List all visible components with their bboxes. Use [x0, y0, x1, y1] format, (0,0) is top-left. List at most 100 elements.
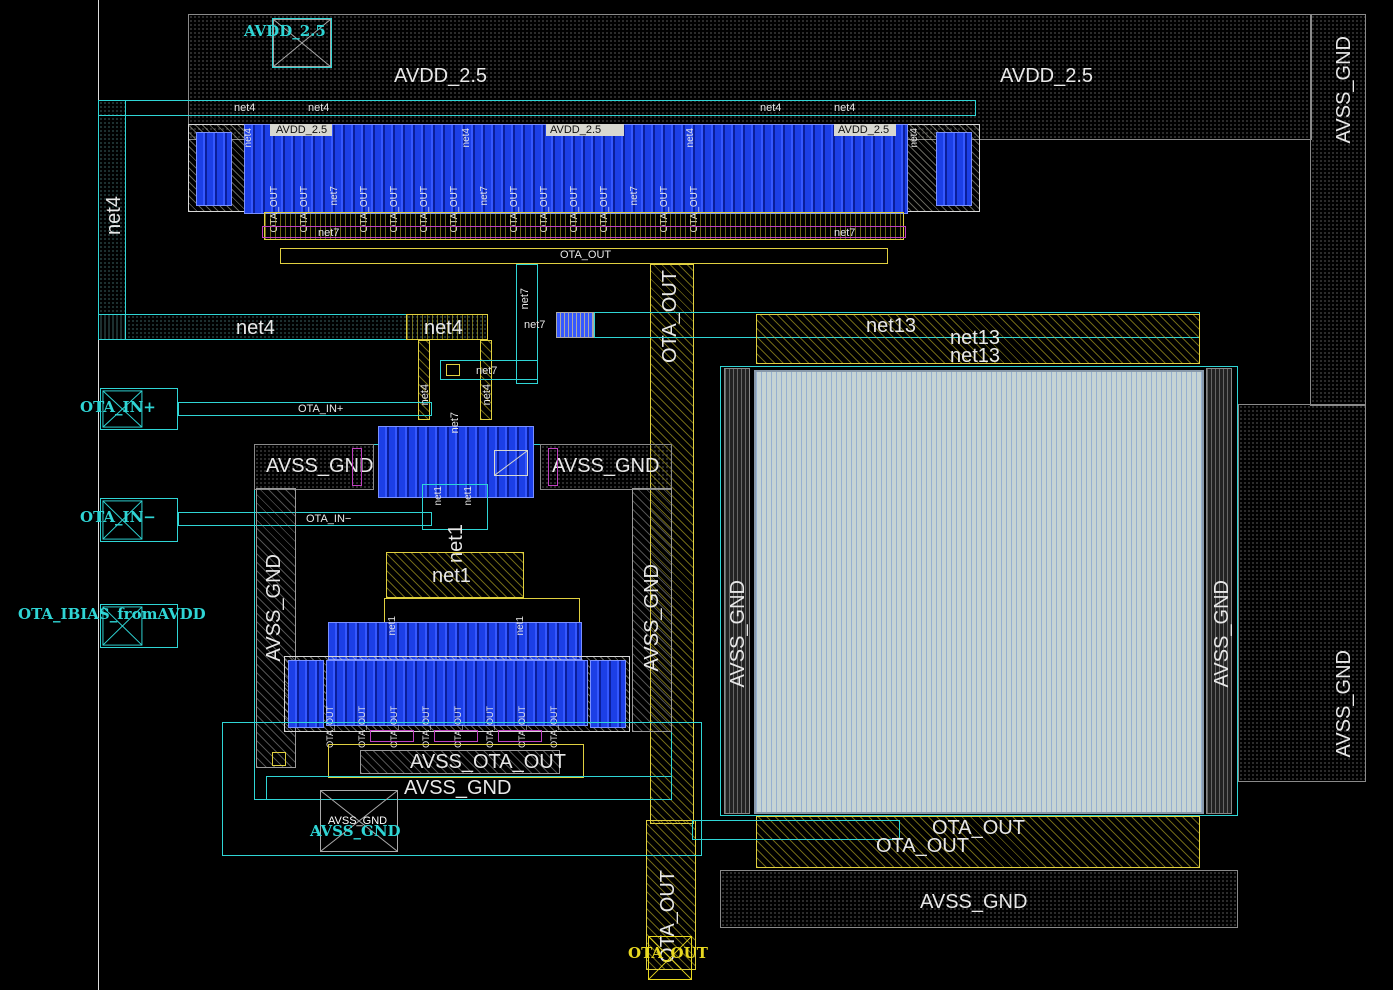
cap-right-contact[interactable] — [1206, 368, 1232, 814]
net4-pmos-label-b: net4 — [461, 128, 472, 148]
pmos-guard-right[interactable] — [936, 132, 972, 206]
net1-diff-source[interactable] — [422, 484, 488, 530]
diff-pair-tap-left — [352, 448, 362, 486]
net4-pmos-label-c: net4 — [685, 128, 696, 148]
net13-poly-plate[interactable] — [756, 314, 1200, 364]
net7-via-stack[interactable] — [556, 312, 594, 338]
cap-outline — [720, 366, 1238, 816]
avss-ota-out-region — [360, 750, 560, 774]
net4-mid-label-2: net4 — [424, 317, 463, 339]
pmos-finger-label: net7 — [329, 186, 340, 206]
net4-top-label-2: net4 — [308, 102, 330, 114]
net4-mid-label: net4 — [236, 317, 275, 339]
net7-horizontal-label: net7 — [524, 319, 546, 331]
avss-gnd-pin-inner-label: AVSS_GND — [328, 815, 388, 827]
avss-gnd-pin[interactable] — [320, 790, 398, 852]
net4-top-label-1: net4 — [234, 102, 256, 114]
net1-gate-strap — [384, 598, 580, 624]
ota-in-minus-pin[interactable] — [100, 498, 178, 542]
mim-capacitor[interactable] — [754, 370, 1204, 814]
avss-rail-top-right[interactable] — [1310, 14, 1366, 406]
nmos-strap-1 — [370, 730, 414, 742]
avdd-tap-1: AVDD_2.5 — [270, 124, 332, 136]
avss-bottom-wire[interactable] — [266, 776, 672, 800]
diff-pair[interactable] — [378, 426, 534, 498]
net13-label-a: net13 — [866, 315, 917, 337]
cap-left-contact[interactable] — [724, 368, 750, 814]
avss-gnd-pin-label: AVSS_GND — [310, 822, 401, 840]
avss-right-mid[interactable] — [540, 444, 672, 490]
net4-top-wire[interactable] — [98, 100, 976, 116]
avss-left-mid[interactable] — [254, 444, 374, 490]
ota-in-plus-pin-label: OTA_IN+ — [80, 398, 156, 416]
ota-out-trunk-bottom[interactable] — [646, 820, 696, 970]
net7-pmos-label: net7 — [318, 227, 340, 239]
ota-ibias-pin[interactable] — [100, 604, 178, 648]
avdd-tap-3: AVDD_2.5 — [834, 124, 896, 136]
avdd-pin-label: AVDD_2.5 — [244, 22, 326, 40]
pmos-array[interactable] — [244, 124, 908, 214]
cap-right-label: AVSS_GND — [1211, 580, 1233, 688]
ota-out-bus[interactable] — [280, 248, 888, 264]
nmos-guard-left[interactable] — [288, 660, 324, 728]
net4-mid-poly[interactable] — [406, 314, 488, 340]
net7-pmos-label-2: net7 — [834, 227, 856, 239]
avdd-tap-2-label: AVDD_2.5 — [550, 124, 602, 136]
net1-center-label: net1 — [432, 565, 471, 587]
pmos-drain-strap — [262, 226, 906, 238]
diff-pair-tap-right — [548, 448, 558, 486]
ota-in-plus-wire[interactable] — [178, 402, 432, 416]
net7-vertical-label: net7 — [519, 288, 531, 310]
pmos-finger-label: net7 — [479, 186, 490, 206]
pmos-finger-label: net7 — [629, 186, 640, 206]
nmos-guard-right[interactable] — [590, 660, 626, 728]
net4-diff-label-a: net4 — [419, 384, 431, 406]
net1-label-a: net1 — [433, 486, 444, 506]
ota-in-minus-wire-label: OTA_IN− — [306, 513, 352, 525]
avdd-rail-label-left: AVDD_2.5 — [394, 65, 488, 87]
net4-pmos-label-d: net4 — [909, 128, 920, 148]
net13-label-b: net13 — [950, 327, 1001, 349]
ota-out-bus-label: OTA_OUT — [560, 249, 612, 261]
avss-right-mid-label: AVSS_GND — [552, 455, 660, 477]
net1-nmos-label-b: net1 — [515, 616, 526, 636]
avss-vertical-mid[interactable] — [632, 488, 672, 732]
net7-diff-label: net7 — [449, 412, 461, 434]
avss-cap-bottom-label: AVSS_GND — [920, 891, 1028, 913]
ota-out-cap-label-2: OTA_OUT — [876, 835, 969, 857]
net7-vertical-wire[interactable] — [516, 264, 538, 384]
ota-in-minus-wire[interactable] — [178, 512, 432, 526]
net13-label-c: net13 — [950, 345, 1001, 367]
ota-out-cap-label-1: OTA_OUT — [932, 817, 1025, 839]
ota-in-plus-wire-label: OTA_IN+ — [298, 403, 344, 415]
avss-rail-right-low-label: AVSS_GND — [1333, 650, 1355, 758]
avss-vertical-left-label: AVSS_GND — [263, 554, 285, 662]
ota-in-plus-pin[interactable] — [100, 388, 178, 430]
net7-contact — [446, 364, 460, 376]
net4-top-label-3: net4 — [760, 102, 782, 114]
net7-mid-wire[interactable] — [440, 360, 538, 380]
avss-rail-right-low[interactable] — [1238, 404, 1366, 782]
pmos-guard-left[interactable] — [196, 132, 232, 206]
avdd-rail-label-right: AVDD_2.5 — [1000, 65, 1094, 87]
nmos-array[interactable] — [326, 660, 588, 726]
avss-cap-bottom[interactable] — [720, 870, 1238, 928]
ota-out-pin[interactable] — [648, 936, 692, 980]
ota-out-nmos-bus[interactable] — [328, 744, 584, 778]
net4-pmos-label-a: net4 — [243, 128, 254, 148]
ota-out-cap-wire[interactable] — [692, 820, 900, 840]
avdd-tap-1-label: AVDD_2.5 — [276, 124, 328, 136]
net1-label-b: net1 — [463, 486, 474, 506]
net4-top-label-4: net4 — [834, 102, 856, 114]
avdd-pin[interactable] — [272, 18, 332, 68]
ota-out-pin-label: OTA_OUT — [628, 944, 708, 962]
ota-out-cap-plate[interactable] — [756, 816, 1200, 868]
nmos-mirror-top[interactable] — [328, 622, 582, 660]
avdd-rail[interactable] — [188, 14, 1312, 140]
net1-tail-plate[interactable] — [386, 552, 524, 598]
net4-diff-label-b: net4 — [481, 384, 493, 406]
net4-drop-right — [480, 340, 492, 420]
ota-in-minus-pin-label: OTA_IN− — [80, 508, 156, 526]
dummy-device[interactable] — [494, 450, 528, 476]
